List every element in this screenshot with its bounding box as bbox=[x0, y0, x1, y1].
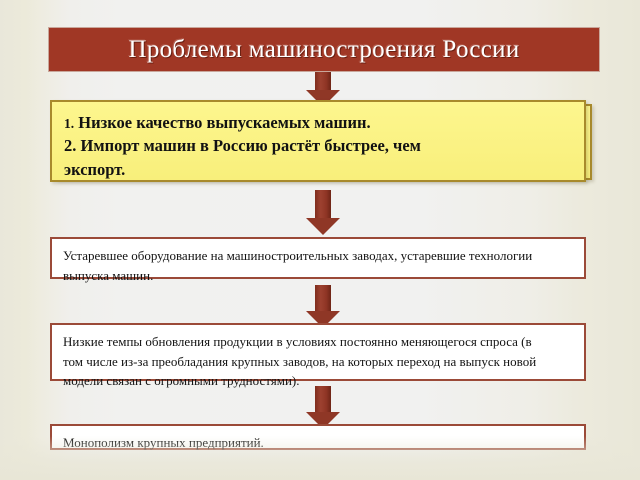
node-1-line-1-rest: Низкое качество выпускаемых машин. bbox=[74, 113, 371, 132]
arrow-shaft bbox=[315, 386, 331, 412]
node-3-text: Низкие темпы обновления продукции в усло… bbox=[52, 325, 584, 397]
node-4-line-1: Монополизм крупных предприятий. bbox=[63, 435, 264, 450]
arrow-shaft bbox=[315, 190, 331, 218]
arrow-node-3-to-node-4 bbox=[306, 386, 340, 429]
node-3-box[interactable]: Низкие темпы обновления продукции в усло… bbox=[50, 323, 586, 388]
node-2-box[interactable]: Устаревшее оборудование на машиностроите… bbox=[50, 237, 586, 283]
page-title: Проблемы машиностроения России bbox=[128, 35, 520, 63]
node-3-line-3: модели связан с огромными трудностями). bbox=[63, 373, 300, 388]
node-1-box[interactable]: 1. Низкое качество выпускаемых машин. 2.… bbox=[50, 100, 586, 182]
arrow-node-1-to-node-2 bbox=[306, 190, 340, 235]
node-1-text: 1. Низкое качество выпускаемых машин. 2.… bbox=[52, 102, 584, 187]
slide-title-banner: Проблемы машиностроения России bbox=[48, 27, 600, 72]
node-1-line-2: 2. Импорт машин в Россию растёт быстрее,… bbox=[64, 136, 421, 156]
node-2-text: Устаревшее оборудование на машиностроите… bbox=[52, 239, 584, 291]
arrow-head-icon bbox=[306, 218, 340, 235]
node-3-line-1: Низкие темпы обновления продукции в усло… bbox=[63, 334, 532, 349]
node-2-line-1: Устаревшее оборудование на машиностроите… bbox=[63, 248, 533, 263]
node-1-line-3: экспорт. bbox=[64, 159, 126, 179]
node-4-box[interactable]: Монополизм крупных предприятий. bbox=[50, 424, 586, 450]
arrow-shaft bbox=[315, 285, 331, 311]
node-1-line-1: 1. Низкое качество выпускаемых машин. bbox=[64, 111, 572, 134]
arrow-node-2-to-node-3 bbox=[306, 285, 340, 328]
node-1-number: 1. bbox=[64, 116, 75, 131]
node-4-text: Монополизм крупных предприятий. bbox=[52, 426, 584, 459]
node-2-line-2: выпуска машин. bbox=[63, 267, 154, 283]
node-3-line-2: том числе из-за преобладания крупных зав… bbox=[63, 353, 537, 369]
